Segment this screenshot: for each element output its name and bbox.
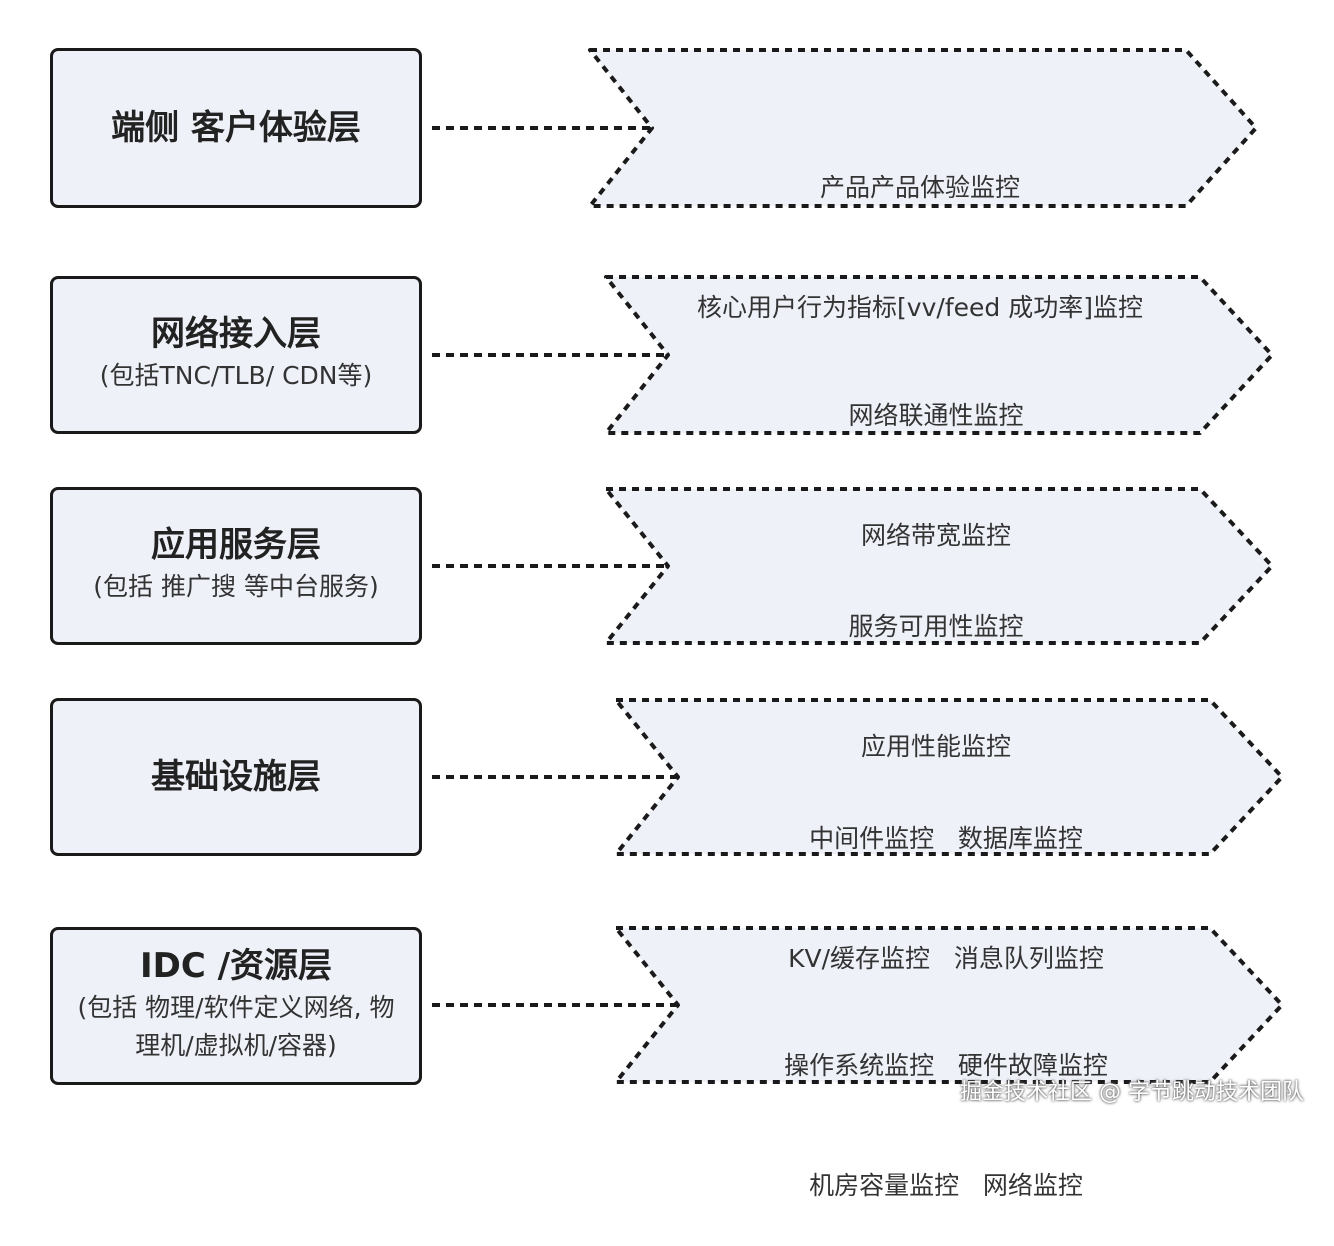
monitor-line: 应用性能监控: [860, 732, 1011, 761]
monitor-line: 网络带宽监控: [860, 521, 1011, 550]
chevron-label-client: 产品产品体验监控 核心用户行为指标[vv/feed 成功率]监控: [652, 88, 1188, 368]
monitor-line: 操作系统监控 硬件故障监控: [784, 1051, 1108, 1080]
layer-box-network: 网络接入层 (包括TNC/TLB/ CDN等): [50, 276, 422, 434]
layer-box-application: 应用服务层 (包括 推广搜 等中台服务): [50, 487, 422, 645]
layer-subtitle: (包括 推广搜 等中台服务): [93, 572, 379, 602]
chevron-application: [604, 487, 1274, 645]
layer-title: 端侧 客户体验层: [111, 107, 361, 148]
layer-subtitle: (包括TNC/TLB/ CDN等): [99, 361, 373, 391]
layer-subtitle: (包括 物理/软件定义网络, 物理机/虚拟机/容器): [77, 992, 395, 1061]
monitor-line: 网络联通性监控: [848, 401, 1024, 430]
chevron-network: [604, 275, 1274, 435]
chevron-infrastructure: [614, 698, 1284, 856]
layer-title: 应用服务层: [151, 524, 321, 565]
chevron-label-application: 服务可用性监控 应用性能监控: [668, 527, 1204, 807]
chevron-idc: [614, 926, 1284, 1084]
layer-box-idc: IDC /资源层 (包括 物理/软件定义网络, 物理机/虚拟机/容器): [50, 927, 422, 1085]
monitor-line: KV/缓存监控 消息队列监控: [788, 944, 1104, 973]
watermark: 掘金技术社区 @ 字节跳动技术团队: [960, 1080, 1304, 1105]
layer-box-client: 端侧 客户体验层: [50, 48, 422, 208]
diagram-connectors: [432, 48, 1284, 1084]
chevron-label-idc: 操作系统监控 硬件故障监控 机房容量监控 网络监控: [678, 966, 1214, 1246]
layer-title: 基础设施层: [151, 756, 321, 797]
layer-box-infrastructure: 基础设施层: [50, 698, 422, 856]
monitor-line: 中间件监控 数据库监控: [809, 824, 1083, 853]
monitor-line: 机房容量监控 网络监控: [809, 1171, 1083, 1200]
chevron-label-network: 网络联通性监控 网络带宽监控: [668, 316, 1204, 596]
monitor-line: 产品产品体验监控: [819, 173, 1020, 202]
chevron-label-infrastructure: 中间件监控 数据库监控 KV/缓存监控 消息队列监控: [678, 739, 1214, 1019]
monitor-line: 核心用户行为指标[vv/feed 成功率]监控: [697, 293, 1143, 322]
layer-title: IDC /资源层: [139, 945, 333, 986]
layer-title: 网络接入层: [151, 313, 321, 354]
chevron-client: [588, 48, 1258, 208]
monitor-line: 服务可用性监控: [848, 612, 1024, 641]
